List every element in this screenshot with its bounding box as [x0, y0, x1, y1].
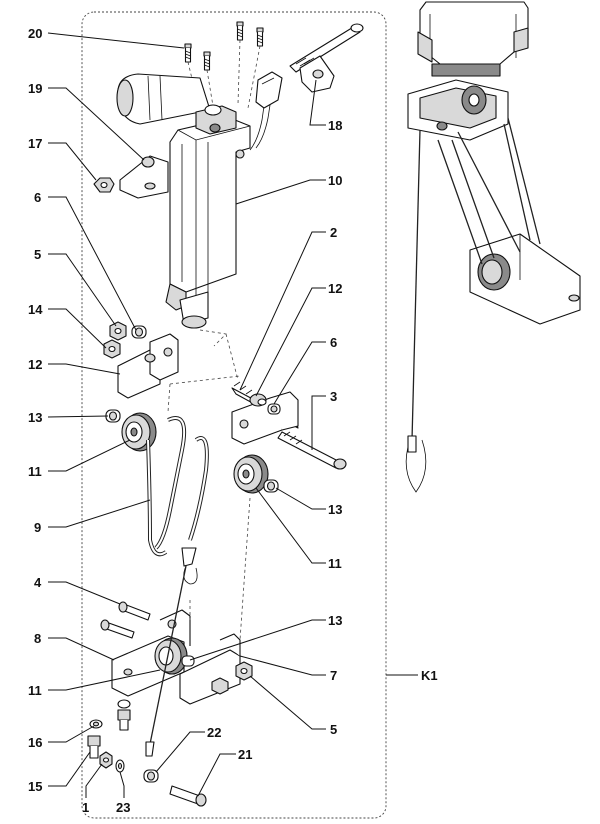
callout-7: 7	[330, 668, 337, 683]
callout-8: 8	[34, 631, 41, 646]
small-parts-left	[103, 321, 147, 359]
callout-1: 1	[82, 800, 89, 815]
callout-17: 17	[28, 136, 42, 151]
callout-6-right: 6	[330, 335, 337, 350]
callout-5-left: 5	[34, 247, 41, 262]
callout-labels: 20 19 17 6 5 14 12 13 11 9 4 8 11 16 15 …	[28, 26, 438, 815]
callout-5-right: 5	[330, 722, 337, 737]
callout-13-bottom: 13	[328, 613, 342, 628]
callout-21: 21	[238, 747, 252, 762]
callout-2: 2	[330, 225, 337, 240]
callout-18: 18	[328, 118, 342, 133]
callout-20: 20	[28, 26, 42, 41]
base-assembly	[100, 601, 253, 705]
bracket-18	[289, 23, 364, 93]
callout-13-right: 13	[328, 502, 342, 517]
callout-14: 14	[28, 302, 43, 317]
callout-11-right: 11	[328, 556, 342, 571]
callout-11-left: 11	[28, 464, 42, 479]
small-parts-bottom	[87, 699, 131, 773]
callout-11-bottom: 11	[28, 683, 42, 698]
nut-17	[93, 177, 115, 193]
group-label-k1: K1	[421, 668, 438, 683]
callout-12-right: 12	[328, 281, 342, 296]
callout-19: 19	[28, 81, 42, 96]
callout-23: 23	[116, 800, 130, 815]
callout-leaders	[47, 32, 418, 798]
cable-loop-9	[146, 416, 209, 585]
callout-16: 16	[28, 735, 42, 750]
bracket-assembly-right	[231, 381, 347, 470]
actuator-10	[165, 71, 283, 329]
callout-4: 4	[34, 575, 42, 590]
lower-cable	[145, 565, 187, 757]
assembly-guides	[167, 329, 251, 641]
callout-22: 22	[207, 725, 221, 740]
bolt-spacer-bottom	[143, 769, 207, 807]
callout-15: 15	[28, 779, 42, 794]
bracket-12-left	[117, 333, 179, 399]
callout-9: 9	[34, 520, 41, 535]
callout-12-left: 12	[28, 357, 42, 372]
pulley-11-right	[233, 454, 279, 494]
callout-10: 10	[328, 173, 342, 188]
motor-19	[116, 73, 211, 199]
assembled-view	[405, 1, 581, 493]
callout-6-left: 6	[34, 190, 41, 205]
callout-3: 3	[330, 389, 337, 404]
callout-13-left: 13	[28, 410, 42, 425]
assembly-boundary	[81, 11, 387, 819]
